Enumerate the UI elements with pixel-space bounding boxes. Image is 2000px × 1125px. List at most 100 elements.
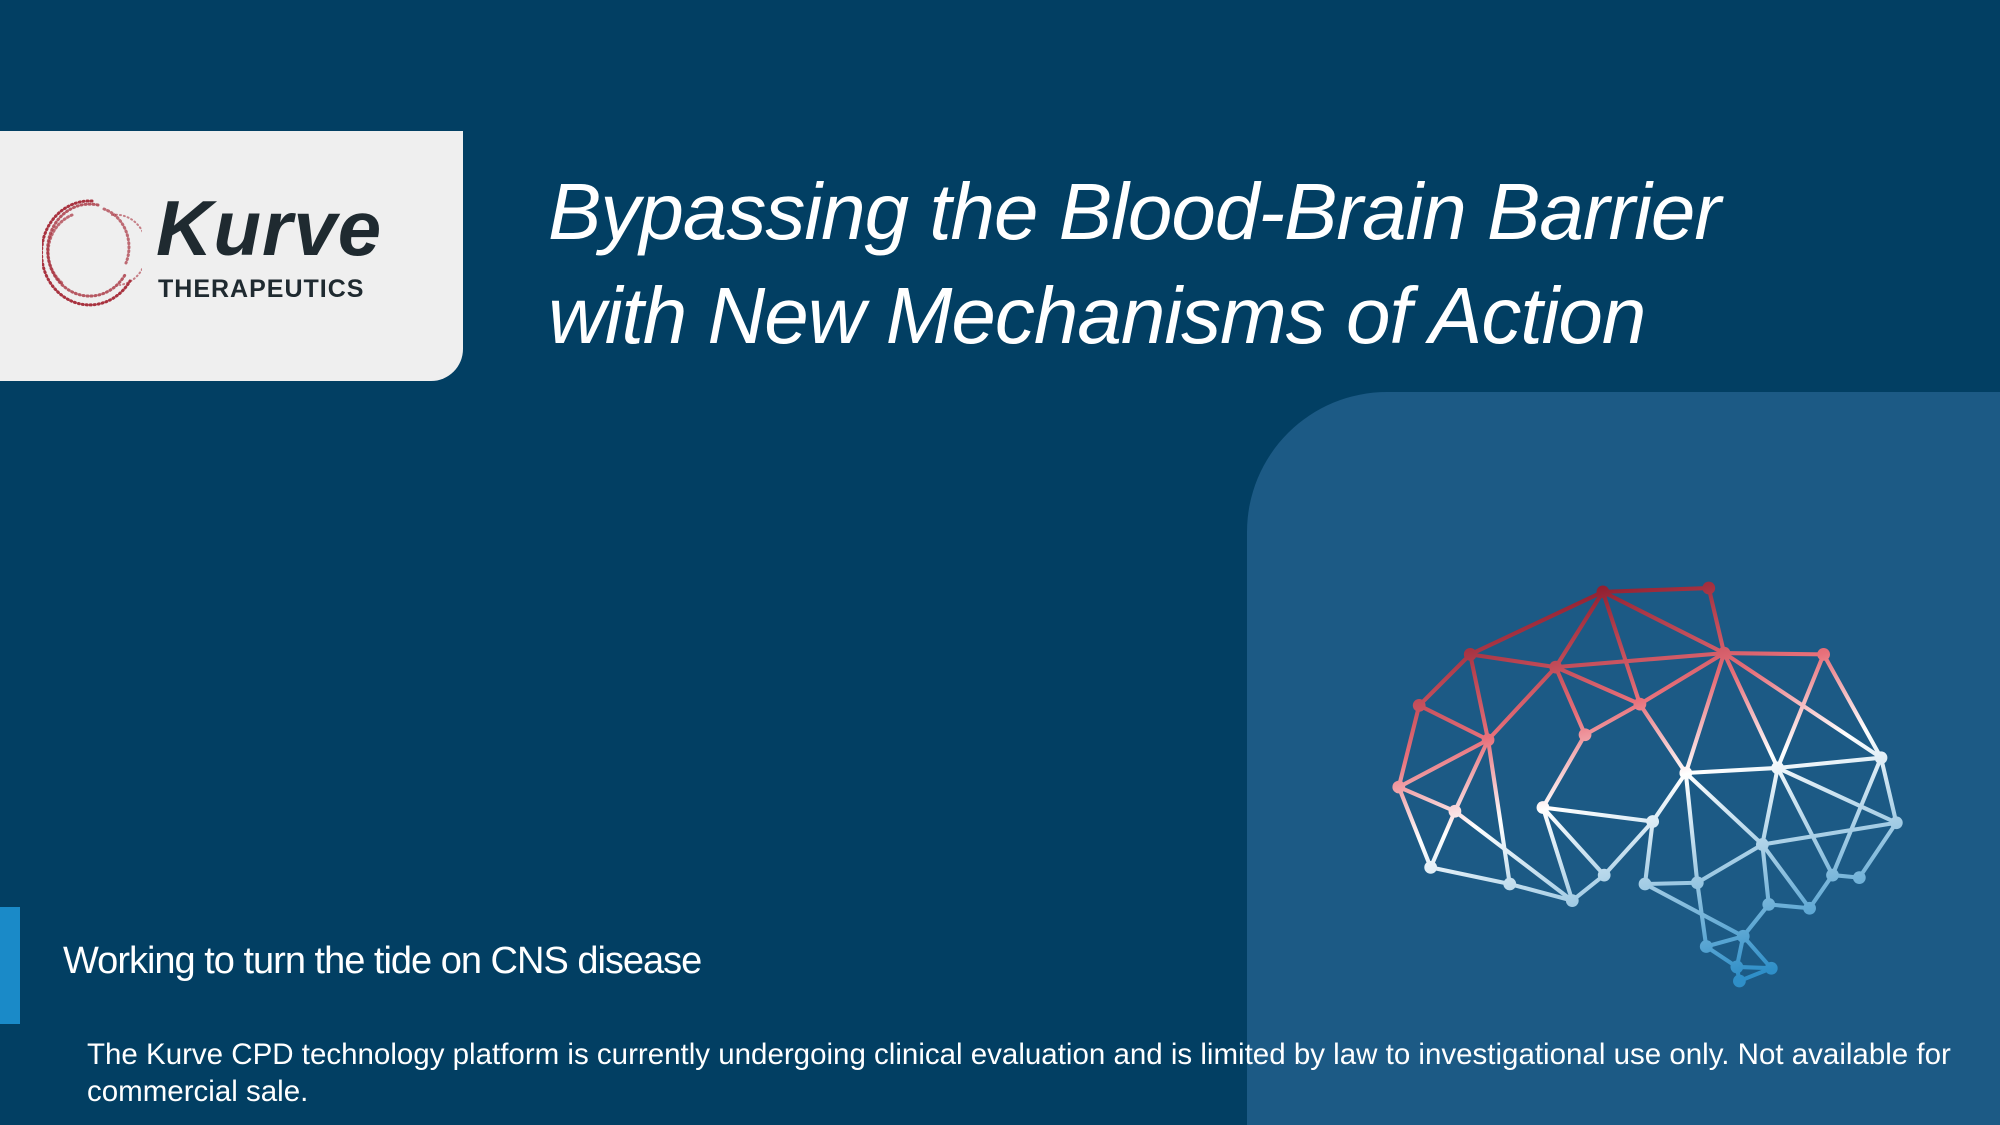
brain-node xyxy=(1690,876,1704,890)
brain-node xyxy=(1733,974,1746,988)
brain-edge xyxy=(1602,819,1655,878)
brain-edge xyxy=(1600,585,1711,594)
kurve-swirl-logo-icon xyxy=(42,199,142,307)
brain-edge xyxy=(1553,651,1727,670)
brain-node xyxy=(1463,647,1477,661)
brain-node xyxy=(1424,861,1438,874)
brain-edge xyxy=(1760,765,1780,847)
brain-edge xyxy=(1486,665,1558,742)
brain-edge xyxy=(1600,589,1727,656)
brain-edge xyxy=(1760,820,1899,847)
brain-edge xyxy=(1642,880,1700,887)
brain-node xyxy=(1826,868,1839,882)
brain-node xyxy=(1736,929,1750,943)
brain-edge xyxy=(1396,737,1491,790)
brain-edge xyxy=(1468,652,1491,742)
brain-node xyxy=(1565,894,1579,907)
brain-node xyxy=(1702,581,1716,595)
brain-edge xyxy=(1417,652,1473,708)
brain-node xyxy=(1717,646,1731,660)
tagline-accent-bar xyxy=(0,907,20,1024)
brain-edge xyxy=(1775,652,1826,770)
brain-node xyxy=(1448,804,1462,818)
brain-edge xyxy=(1553,665,1642,707)
brain-node xyxy=(1730,960,1744,974)
brain-edge xyxy=(1807,873,1835,911)
logo-name: Kurve xyxy=(156,184,383,272)
brain-node xyxy=(1578,728,1592,742)
brain-edge xyxy=(1722,651,1884,760)
brain-edge xyxy=(1683,770,1765,847)
brain-edge xyxy=(1683,651,1727,776)
brain-edge xyxy=(1706,585,1727,656)
brain-node xyxy=(1392,780,1406,794)
brain-edge xyxy=(1775,765,1835,878)
brain-node xyxy=(1481,733,1495,747)
brain-node xyxy=(1699,940,1713,953)
tagline: Working to turn the tide on CNS disease xyxy=(63,940,702,982)
brain-edge xyxy=(1821,652,1884,760)
brain-edge xyxy=(1468,589,1605,657)
brain-node xyxy=(1755,838,1769,851)
brain-node xyxy=(1549,660,1563,674)
brain-node xyxy=(1679,766,1693,780)
brain-edge xyxy=(1570,873,1607,903)
brain-edge xyxy=(1468,652,1558,670)
brain-node xyxy=(1817,647,1830,661)
brain-node xyxy=(1596,585,1610,599)
brain-edge xyxy=(1540,732,1588,810)
brain-node xyxy=(1764,961,1778,975)
brain-edge xyxy=(1695,842,1765,885)
brain-edge xyxy=(1417,703,1491,742)
brain-edge xyxy=(1642,819,1655,887)
brain-edge xyxy=(1540,805,1607,878)
brain-edge xyxy=(1830,755,1884,878)
brain-node xyxy=(1852,871,1866,885)
slide-title: Bypassing the Blood-Brain Barrier with N… xyxy=(548,160,1721,368)
logo-subtitle: THERAPEUTICS xyxy=(158,275,365,303)
brain-edge xyxy=(1760,842,1771,907)
brain-edge xyxy=(1704,934,1746,949)
brain-edge xyxy=(1428,809,1457,870)
brain-edge xyxy=(1775,755,1884,770)
brain-edge xyxy=(1540,805,1655,824)
brain-edge xyxy=(1428,865,1512,887)
title-line-1: Bypassing the Blood-Brain Barrier xyxy=(548,167,1721,256)
logo-card: Kurve THERAPEUTICS xyxy=(0,131,463,381)
brain-node xyxy=(1638,877,1652,891)
brain-edge xyxy=(1650,770,1688,824)
brain-edge xyxy=(1741,934,1774,971)
brain-edge xyxy=(1637,651,1727,707)
title-line-2: with New Mechanisms of Action xyxy=(548,271,1646,360)
brain-edge xyxy=(1775,765,1899,825)
brain-node xyxy=(1771,761,1785,775)
brain-edge xyxy=(1722,651,1826,657)
brain-node xyxy=(1503,877,1517,891)
brain-edge xyxy=(1452,737,1491,814)
brain-node xyxy=(1412,699,1426,712)
brain-edge xyxy=(1766,902,1812,911)
brain-node xyxy=(1646,815,1660,828)
brain-edge xyxy=(1642,881,1746,939)
brain-edge xyxy=(1741,902,1771,939)
brain-edge xyxy=(1507,881,1575,903)
brain-edge xyxy=(1683,765,1780,776)
disclaimer-text: The Kurve CPD technology platform is cur… xyxy=(87,1038,1951,1108)
brain-edge xyxy=(1760,842,1812,911)
brain-node xyxy=(1633,697,1647,711)
brain-node xyxy=(1874,751,1888,765)
brain-node xyxy=(1803,901,1816,915)
brain-edge xyxy=(1553,665,1588,737)
brain-edge xyxy=(1878,755,1899,825)
brain-node xyxy=(1597,868,1611,882)
brain-edge xyxy=(1396,785,1457,814)
brain-node xyxy=(1536,801,1550,814)
brain-edge xyxy=(1683,770,1700,885)
brain-node xyxy=(1889,816,1903,830)
brain-edge xyxy=(1857,820,1899,880)
brain-edge xyxy=(1637,702,1688,776)
brain-edge xyxy=(1553,589,1605,670)
brain-edge xyxy=(1452,809,1575,903)
brain-edge xyxy=(1396,785,1433,870)
brain-edge xyxy=(1722,651,1780,770)
